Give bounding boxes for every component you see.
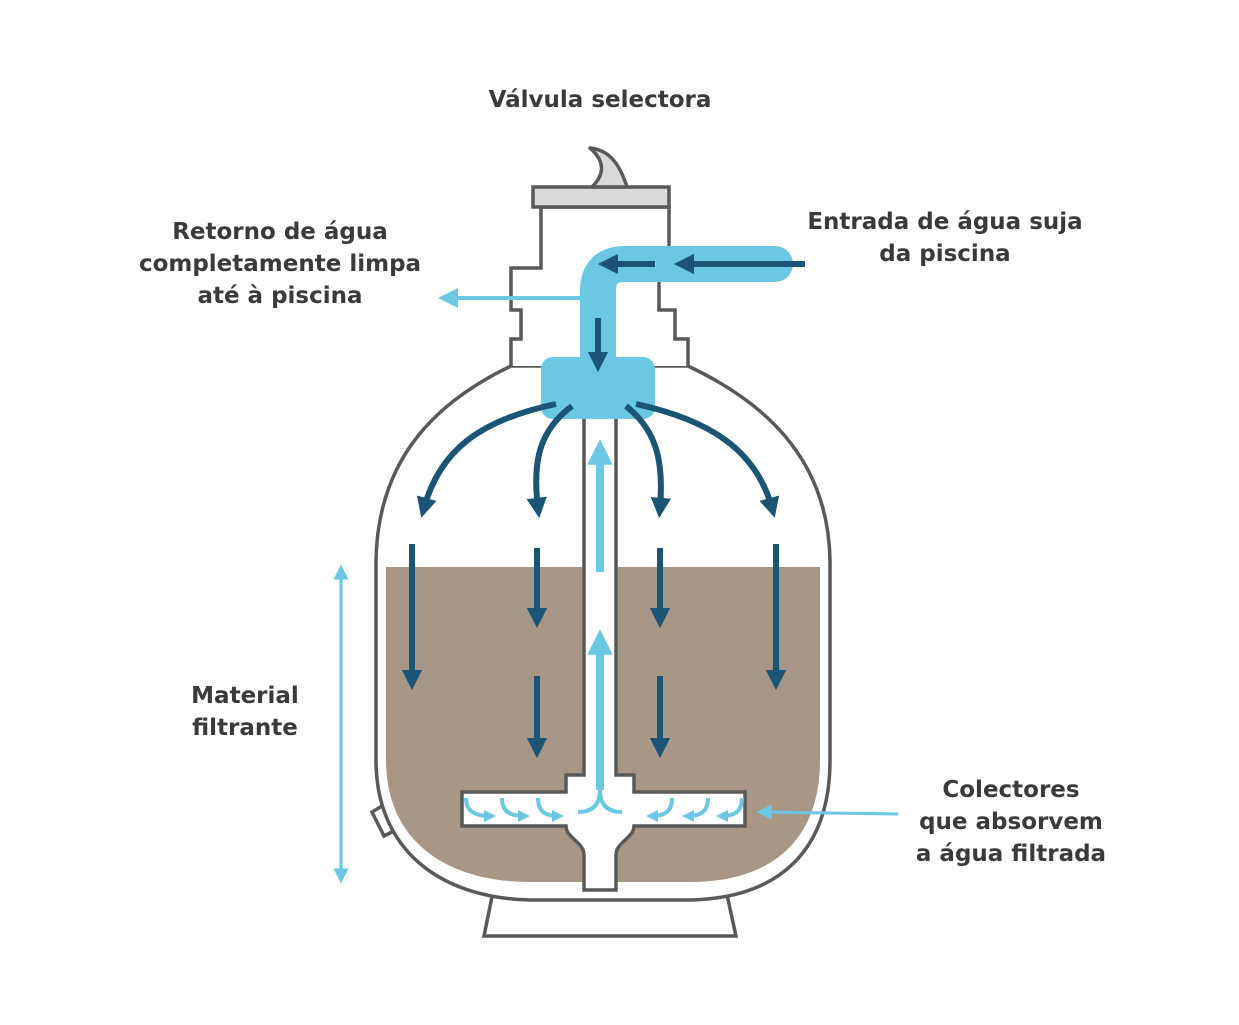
media-label: Material filtrante [191, 683, 299, 741]
collector-arrow [716, 797, 744, 822]
collectors-pointer [756, 804, 899, 820]
collector-arrow [682, 797, 710, 822]
inlet-label: Entrada de água suja da piscina [807, 209, 1083, 267]
collector-flow [577, 789, 623, 814]
valve-handle [588, 146, 629, 189]
valve-cap [531, 185, 671, 209]
distribution-arrow [416, 401, 557, 518]
collectors-label: Colectores que absorvem a água filtrada [915, 777, 1107, 867]
distributor [541, 357, 655, 419]
collector-arrow [500, 797, 530, 822]
valve-label: Válvula selectora [488, 87, 712, 113]
return-label: Retorno de água completamente limpa até … [138, 219, 422, 309]
distribution-arrow [526, 403, 574, 519]
collector-arrow [646, 797, 674, 822]
collector-arrow [464, 797, 496, 822]
distribution-arrow [635, 401, 780, 518]
collector-arrow [536, 797, 564, 822]
distribution-arrow [624, 403, 672, 519]
